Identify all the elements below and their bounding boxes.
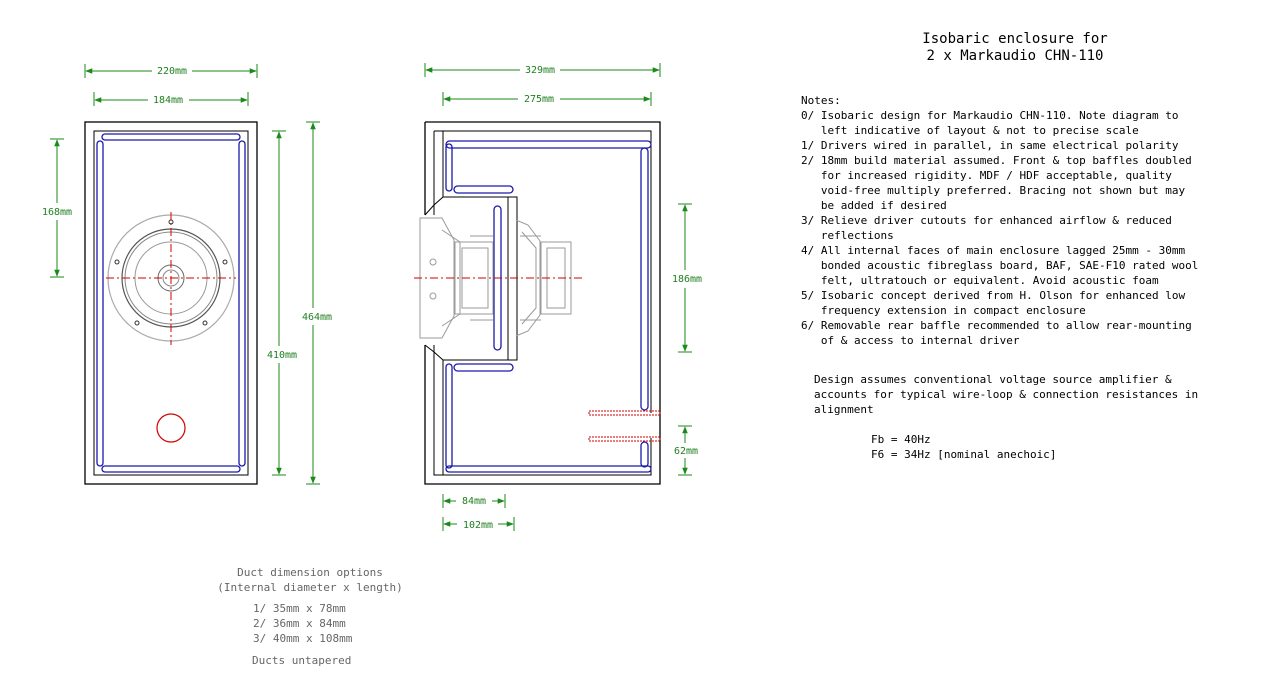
note-line: 4/ All internal faces of main enclosure … [801, 244, 1186, 257]
duct-option: 1/ 35mm x 78mm [253, 602, 346, 615]
tuning-values: Fb = 40Hz F6 = 34Hz [nominal anechoic] [871, 432, 1056, 462]
side-port-tube [588, 410, 661, 442]
duct-heading: Duct dimension options [237, 566, 383, 579]
side-lagging [445, 140, 652, 473]
drawing-title: Isobaric enclosure for 2 x Markaudio CHN… [860, 31, 1170, 65]
dim-side-chamber-depth-outer: 102mm [463, 520, 493, 531]
front-inner-outline [93, 130, 249, 476]
note-line: reflections [801, 229, 894, 242]
front-outer-outline [84, 121, 258, 485]
duct-subheading: (Internal diameter x length) [217, 581, 403, 594]
note-line: for increased rigidity. MDF / HDF accept… [801, 169, 1172, 182]
side-view [414, 121, 661, 485]
notes-heading: Notes: [801, 94, 841, 107]
front-port-opening [156, 413, 186, 443]
front-dimensions [50, 64, 320, 485]
note-line: frequency extension in compact enclosure [801, 304, 1086, 317]
note-line: of & access to internal driver [801, 334, 1020, 347]
note-line: 2/ 18mm build material assumed. Front & … [801, 154, 1192, 167]
dim-front-inner-height: 410mm [267, 350, 297, 361]
dim-front-driver-height: 168mm [42, 207, 72, 218]
assumption-line: Design assumes conventional voltage sour… [814, 373, 1172, 386]
duct-option-list: 1/ 35mm x 78mm 2/ 36mm x 84mm 3/ 40mm x … [253, 601, 430, 646]
design-assumption: Design assumes conventional voltage sour… [814, 372, 1198, 417]
duct-option: 2/ 36mm x 84mm [253, 617, 346, 630]
front-dimension-labels: 220mm 184mm 168mm 464mm 410mm [42, 66, 332, 361]
tuning-fb: Fb = 40Hz [871, 433, 931, 446]
dim-side-chamber-depth-inner: 84mm [462, 496, 486, 507]
dim-side-chamber-height: 186mm [672, 274, 702, 285]
note-line: 5/ Isobaric concept derived from H. Olso… [801, 289, 1186, 302]
dim-side-outer-depth: 329mm [525, 65, 555, 76]
note-line: 0/ Isobaric design for Markaudio CHN-110… [801, 109, 1179, 122]
duct-option: 3/ 40mm x 108mm [253, 632, 353, 645]
assumption-line: accounts for typical wire-loop & connect… [814, 388, 1199, 401]
duct-options: Duct dimension options (Internal diamete… [190, 565, 430, 668]
note-line: left indicative of layout & not to preci… [801, 124, 1139, 137]
side-drivers [419, 217, 572, 339]
side-dimensions [424, 63, 692, 531]
notes-block: Notes: 0/ Isobaric design for Markaudio … [801, 93, 1198, 348]
note-line: felt, ultratouch or equivalent. Avoid ac… [801, 274, 1159, 287]
tuning-f6: F6 = 34Hz [nominal anechoic] [871, 448, 1057, 461]
dim-front-outer-height: 464mm [302, 312, 332, 323]
title-line-2: 2 x Markaudio CHN-110 [926, 48, 1104, 64]
note-line: 1/ Drivers wired in parallel, in same el… [801, 139, 1179, 152]
side-dimension-labels: 329mm 275mm 186mm 62mm 84mm 102mm [462, 65, 702, 531]
dim-side-port-height: 62mm [674, 446, 698, 457]
front-lagging [96, 133, 246, 473]
note-line: void-free multiply preferred. Bracing no… [801, 184, 1186, 197]
note-line: be added if desired [801, 199, 947, 212]
assumption-line: alignment [814, 403, 874, 416]
title-line-1: Isobaric enclosure for [922, 31, 1108, 47]
dim-front-inner-width: 184mm [153, 95, 183, 106]
duct-footer: Ducts untapered [252, 654, 352, 667]
front-view [84, 121, 258, 485]
note-line: 3/ Relieve driver cutouts for enhanced a… [801, 214, 1172, 227]
dim-side-inner-depth: 275mm [524, 94, 554, 105]
note-line: 6/ Removable rear baffle recommended to … [801, 319, 1192, 332]
dim-front-outer-width: 220mm [157, 66, 187, 77]
note-line: bonded acoustic fibreglass board, BAF, S… [801, 259, 1199, 272]
